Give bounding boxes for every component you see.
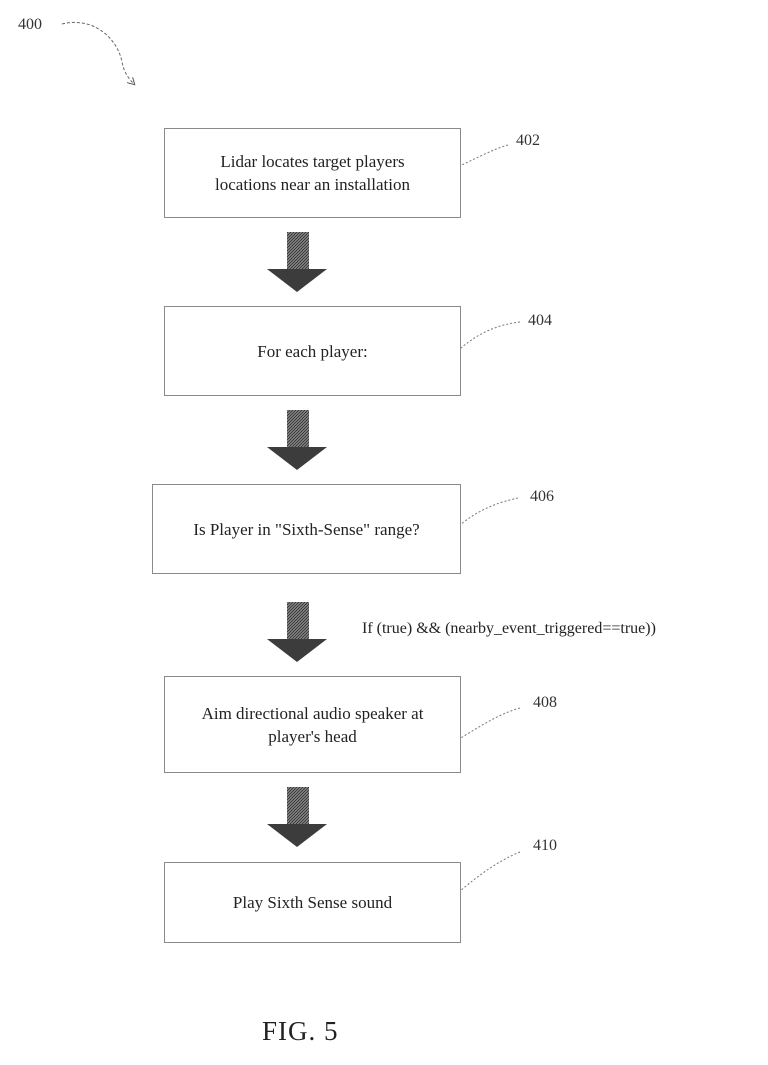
step-box-402: Lidar locates target players locations n… [164, 128, 461, 218]
flow-arrow-3 [267, 602, 327, 662]
flow-arrow-4 [267, 787, 327, 847]
ref-label-408: 408 [533, 694, 557, 711]
ref-label-402: 402 [516, 132, 540, 149]
step-box-404: For each player: [164, 306, 461, 396]
figure-caption: FIG. 5 [262, 1016, 339, 1046]
condition-label: If (true) && (nearby_event_triggered==tr… [362, 620, 656, 637]
flow-arrow-2 [267, 410, 327, 470]
step-text-402: Lidar locates target players locations n… [215, 152, 410, 194]
ref-label-410: 410 [533, 837, 557, 854]
step-text-404: For each player: [257, 341, 368, 361]
figure-ref-pointer [61, 22, 134, 84]
leader-line-410 [443, 851, 521, 906]
step-text-410: Play Sixth Sense sound [232, 893, 393, 912]
step-box-408: Aim directional audio speaker at player'… [164, 676, 461, 773]
figure-ref-label: 400 [18, 16, 42, 33]
step-box-410: Play Sixth Sense sound [164, 862, 461, 943]
step-text-408: Aim directional audio speaker at player'… [201, 703, 424, 746]
step-box-406: Is Player in "Sixth-Sense" range? [152, 484, 461, 574]
ref-label-406: 406 [530, 488, 554, 505]
step-text-406: Is Player in "Sixth-Sense" range? [193, 519, 420, 539]
flow-arrow-1 [267, 232, 327, 292]
ref-label-404: 404 [528, 312, 552, 329]
